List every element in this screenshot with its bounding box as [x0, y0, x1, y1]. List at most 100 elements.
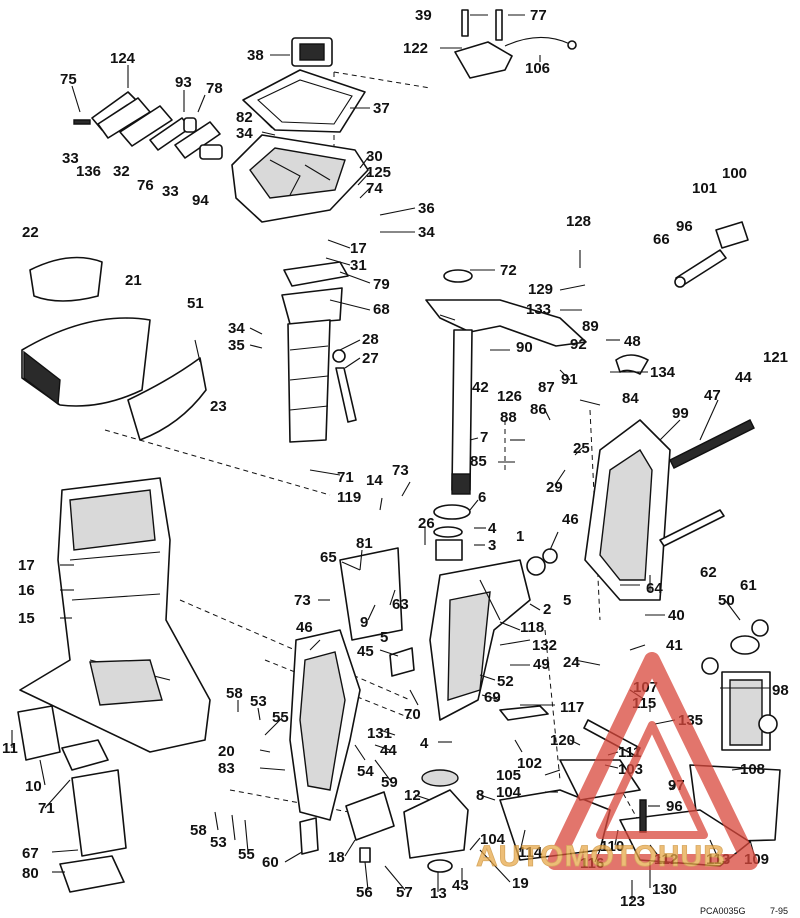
callout-label: 117	[560, 699, 584, 716]
callout-label: 43	[452, 877, 469, 894]
callout-label: 4	[420, 735, 429, 752]
callout-label: 60	[262, 854, 279, 871]
callout-label: 27	[362, 350, 379, 367]
callout-label: 14	[366, 472, 383, 489]
lower-seals-group	[17, 705, 127, 893]
exhaust-tube-group	[281, 261, 357, 443]
callout-label: 2	[543, 601, 551, 618]
callout-label: 48	[624, 333, 641, 350]
callout-label: 55	[238, 846, 255, 863]
callout-label: 91	[561, 371, 578, 388]
callout-label: 93	[175, 74, 192, 91]
callout-label: 35	[228, 337, 245, 354]
callout-label: 71	[337, 469, 354, 486]
callout-label: 41	[666, 637, 683, 654]
clamp-parts-group	[299, 769, 469, 873]
callout-label: 85	[470, 453, 487, 470]
callout-label: 33	[162, 183, 179, 200]
callout-label: 8	[476, 787, 484, 804]
callout-label: 24	[563, 654, 580, 671]
callout-labels: 39 77 122 106 124 75 93 78 38 37 82 34 3…	[2, 7, 789, 910]
callout-label: 67	[22, 845, 39, 862]
callout-label: 73	[392, 462, 409, 479]
lower-cowl-group	[21, 256, 207, 441]
callout-label: 82	[236, 109, 253, 126]
callout-label: 59	[381, 774, 398, 791]
callout-label: 130	[652, 881, 677, 898]
callout-label: 42	[472, 379, 489, 396]
callout-label: 49	[533, 656, 550, 673]
callout-label: 39	[415, 7, 432, 24]
callout-label: 31	[350, 257, 367, 274]
callout-label: 21	[125, 272, 142, 289]
figure-code: PCA0035G	[700, 906, 746, 916]
callout-label: 89	[582, 318, 599, 335]
callout-label: 101	[692, 180, 717, 197]
callout-label: 84	[622, 390, 639, 407]
callout-label: 46	[562, 511, 579, 528]
callout-label: 110	[600, 838, 624, 855]
callout-label: 124	[110, 50, 136, 67]
callout-label: 104	[480, 831, 506, 848]
callout-label: 11	[2, 740, 18, 757]
callout-label: 75	[60, 71, 77, 88]
callout-label: 38	[247, 47, 264, 64]
callout-label: 51	[187, 295, 204, 312]
callout-label: 62	[700, 564, 717, 581]
callout-label: 72	[500, 262, 517, 279]
callout-label: 3	[488, 537, 496, 554]
bracket-plates-group	[73, 91, 223, 160]
callout-label: 20	[218, 743, 235, 760]
callout-label: 25	[573, 440, 590, 457]
callout-label: 53	[250, 693, 267, 710]
callout-label: 10	[25, 778, 42, 795]
callout-label: 57	[396, 884, 413, 901]
callout-label: 26	[418, 515, 435, 532]
callout-label: 92	[570, 336, 587, 353]
callout-label: 34	[228, 320, 245, 337]
callout-label: 71	[38, 800, 55, 817]
callout-label: 104	[496, 784, 522, 801]
callout-label: 29	[546, 479, 563, 496]
callout-label: 34	[418, 224, 435, 241]
watermark-text: AUTOMOTOHUB	[476, 840, 726, 873]
callout-label: 55	[272, 709, 289, 726]
callout-label: 64	[646, 580, 663, 597]
callout-label: 83	[218, 760, 235, 777]
callout-label: 65	[320, 549, 337, 566]
callout-label: 23	[210, 398, 227, 415]
callout-label: 129	[528, 281, 553, 298]
callout-label: 58	[190, 822, 207, 839]
callout-label: 86	[530, 401, 547, 418]
callout-label: 61	[740, 577, 757, 594]
callout-label: 128	[566, 213, 591, 230]
top-bracket-group	[454, 9, 577, 79]
callout-label: 123	[620, 893, 645, 910]
callout-label: 30	[366, 148, 383, 165]
callout-label: 105	[496, 767, 521, 784]
callout-label: 37	[373, 100, 390, 117]
callout-label: 74	[366, 180, 383, 197]
callout-label: 13	[430, 885, 447, 902]
callout-label: 66	[653, 231, 670, 248]
callout-label: 106	[525, 60, 550, 77]
callout-label: 17	[18, 557, 35, 574]
callout-label: 58	[226, 685, 243, 702]
callout-label: 78	[206, 80, 223, 97]
callout-label: 134	[650, 364, 676, 381]
callout-label: 1	[516, 528, 524, 545]
callout-label: 119	[337, 489, 361, 506]
callout-label: 5	[380, 629, 388, 646]
callout-label: 22	[22, 224, 39, 241]
callout-label: 47	[704, 387, 721, 404]
callout-label: 102	[517, 755, 542, 772]
callout-label: 15	[18, 610, 35, 627]
callout-label: 28	[362, 331, 379, 348]
callout-label: 126	[497, 388, 522, 405]
stern-bracket-group	[289, 419, 755, 821]
callout-label: 70	[404, 706, 421, 723]
callout-label: 50	[718, 592, 735, 609]
callout-label: 33	[62, 150, 79, 167]
figure-date: 7-95	[770, 906, 788, 916]
callout-label: 132	[532, 637, 557, 654]
